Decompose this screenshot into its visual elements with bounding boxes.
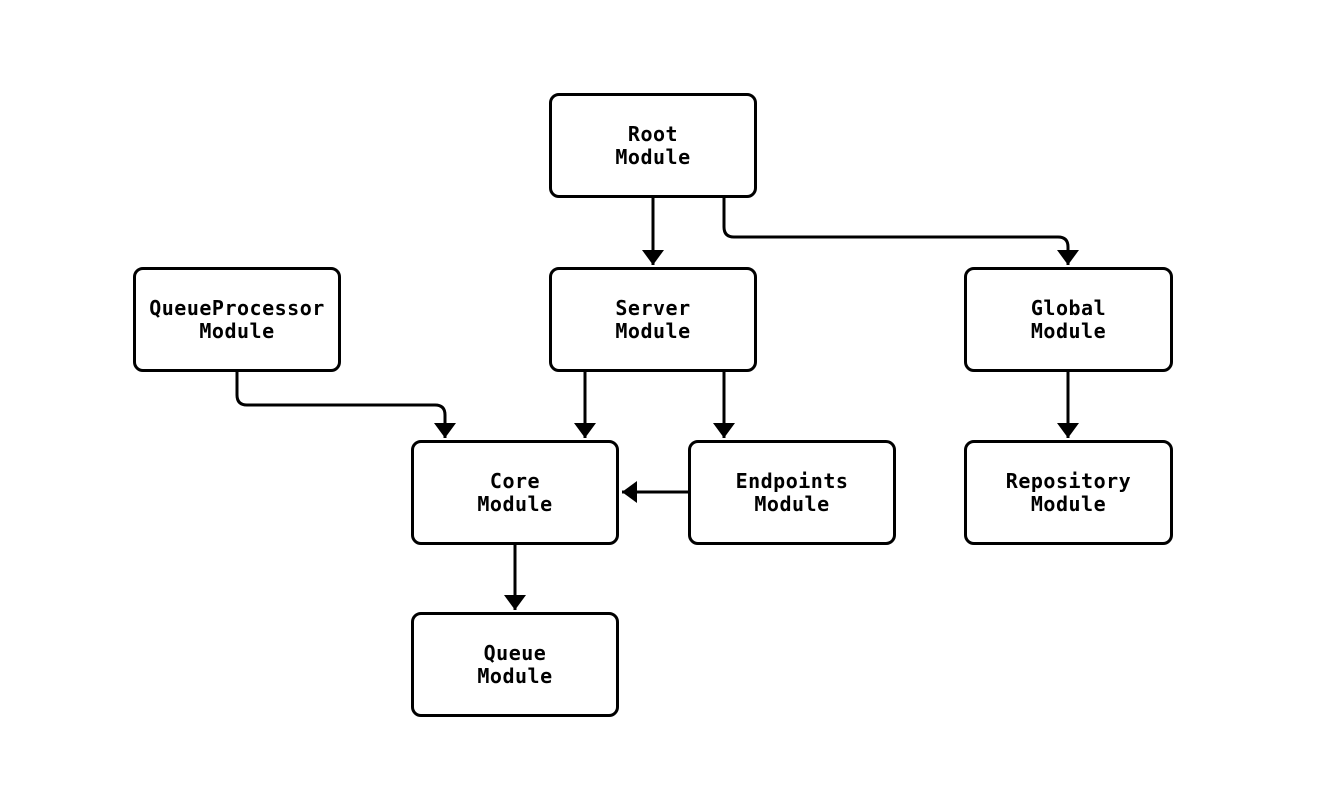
node-server-module: Server Module [549, 267, 757, 372]
node-root-module-label: Root Module [615, 121, 691, 169]
node-queue-module: Queue Module [411, 612, 619, 717]
node-repository-module-label: Repository Module [1005, 468, 1132, 516]
node-queueprocessor-module: QueueProcessor Module [133, 267, 341, 372]
node-server-module-label: Server Module [615, 295, 691, 343]
edge-group [235, 198, 1079, 610]
node-core-module: Core Module [411, 440, 619, 545]
node-repository-module: Repository Module [964, 440, 1173, 545]
node-global-module: Global Module [964, 267, 1173, 372]
node-root-module: Root Module [549, 93, 757, 198]
node-endpoints-module: Endpoints Module [688, 440, 896, 545]
edge-root-to-global [722, 198, 1079, 265]
node-queue-module-label: Queue Module [477, 640, 553, 688]
node-core-module-label: Core Module [477, 468, 553, 516]
edge-queueprocessor-to-core [235, 372, 456, 438]
node-endpoints-module-label: Endpoints Module [735, 468, 849, 516]
node-queueprocessor-module-label: QueueProcessor Module [149, 295, 325, 343]
node-global-module-label: Global Module [1030, 295, 1107, 343]
